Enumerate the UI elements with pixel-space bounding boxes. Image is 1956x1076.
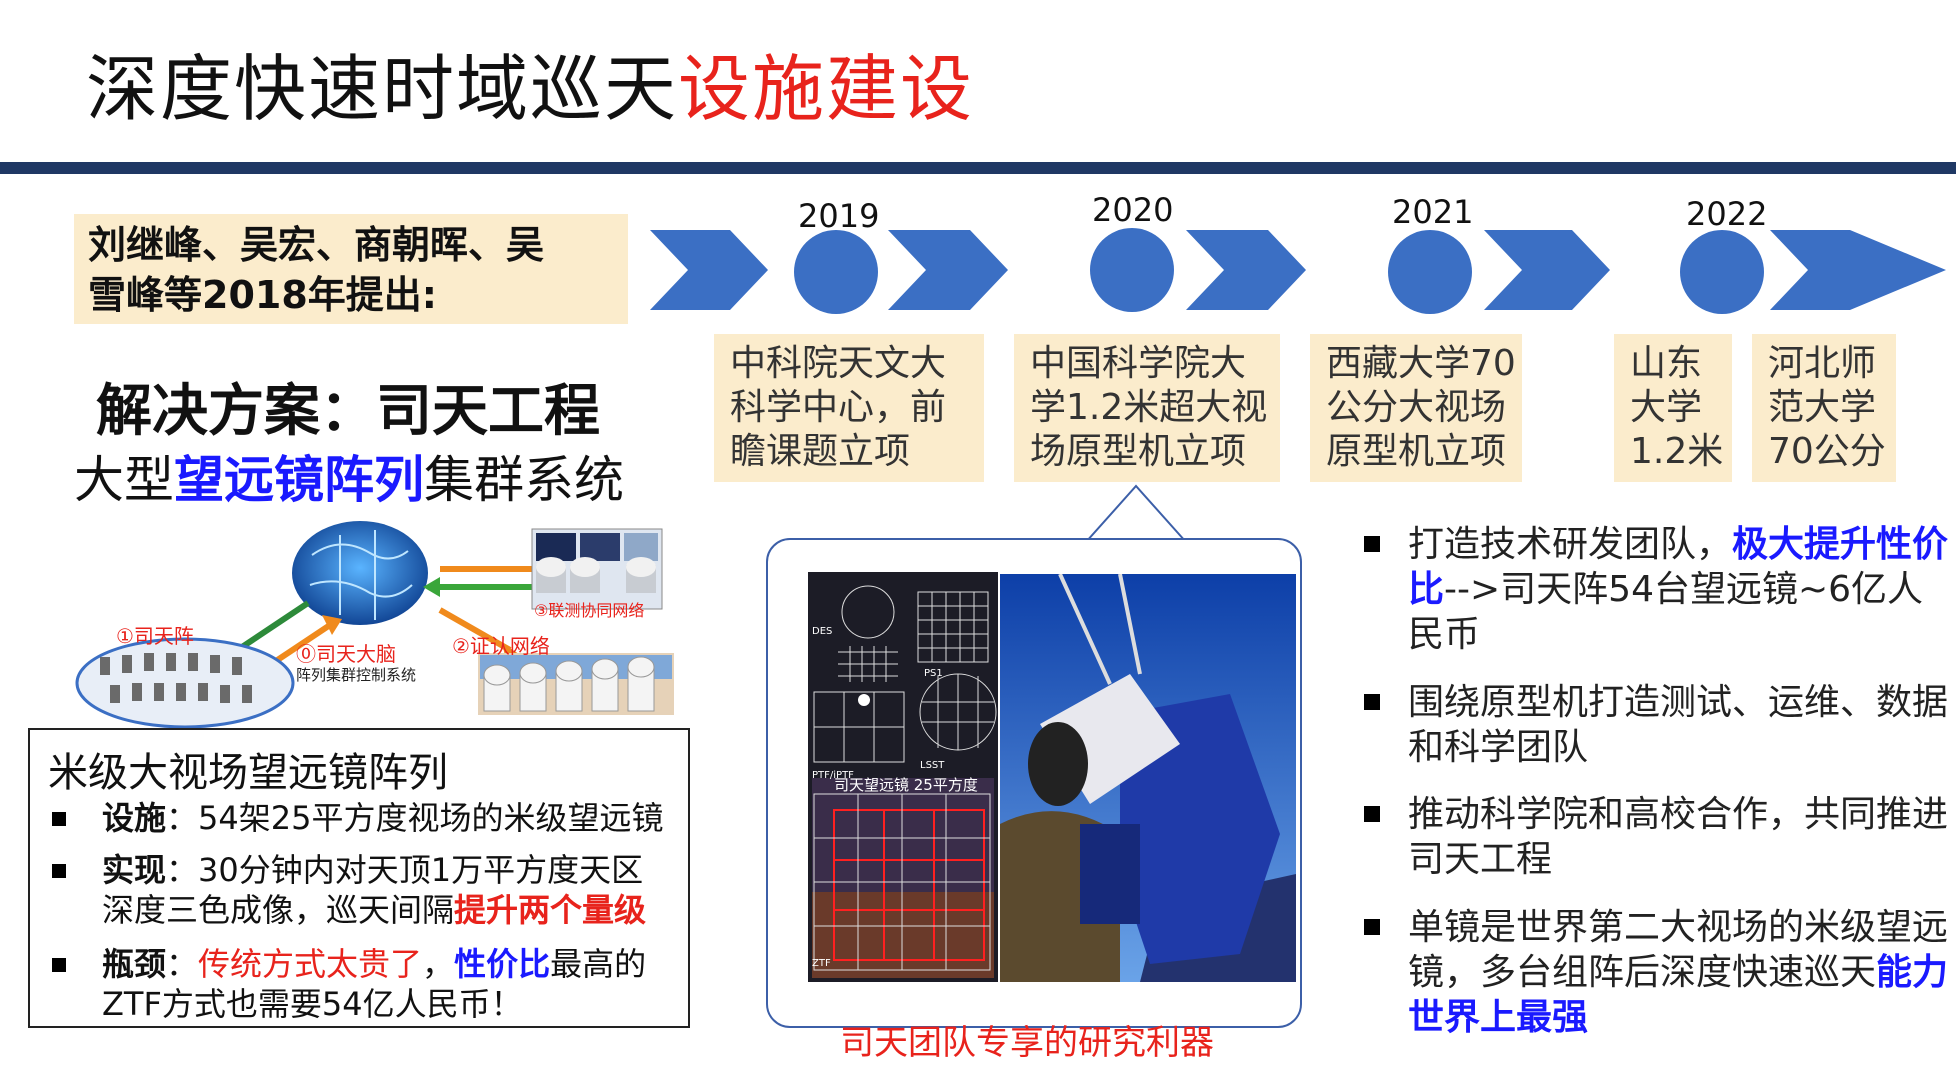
system-diagram — [75, 521, 674, 729]
timeline-event-2: 中国科学院大学1.2米超大视场原型机立项 — [1014, 334, 1280, 482]
timeline-node-2021 — [1388, 230, 1472, 314]
title-main: 深度快速时域巡天 — [86, 47, 679, 131]
header-rule — [0, 162, 1956, 174]
solution-sub-prefix: 大型 — [74, 451, 174, 509]
event-line: 中科院天文大 — [730, 343, 947, 384]
array-box-heading: 米级大视场望远镜阵列 — [48, 750, 448, 796]
bullet1-text: 打造技术研发团队， — [1408, 524, 1733, 565]
photo-caption: 司天团队专享的研究利器 — [840, 1023, 1214, 1063]
facility-text: ：54架25平方度视场的米级望远镜 — [166, 799, 664, 837]
bullet2-text: 围绕原型机打造测试、运维、数据和科学团队 — [1408, 682, 1949, 768]
bullet1-rest: -->司天阵54台望远镜~6亿人民币 — [1408, 569, 1924, 655]
event-line: 1.2米 — [1630, 431, 1724, 472]
year-2022: 2022 — [1686, 195, 1768, 233]
fov-label-ztf: ZTF — [812, 958, 831, 969]
brain-icon — [292, 521, 428, 625]
year-2019: 2019 — [798, 197, 880, 235]
arrow-to-cert — [438, 607, 512, 653]
facility-label: 设施 — [102, 799, 167, 837]
bottleneck-text2: ZTF方式也需要54亿人民币！ — [102, 985, 523, 1023]
bullet-square-icon — [1364, 536, 1380, 552]
timeline-chevron-icon — [650, 230, 768, 310]
bottleneck-comma: ， — [422, 945, 455, 983]
year-2021: 2021 — [1392, 193, 1474, 231]
event-line: 公分大视场 — [1326, 387, 1507, 428]
realize-label: 实现 — [102, 851, 167, 889]
event-line: 大学 — [1630, 387, 1703, 428]
bottleneck-red: 传统方式太贵了 — [198, 945, 423, 983]
bottleneck-label: 瓶颈 — [102, 945, 167, 983]
fov-label-lsst: LSST — [920, 760, 945, 771]
timeline-chevron-icon — [1186, 230, 1306, 310]
event-line: 范大学 — [1768, 387, 1877, 428]
event-line: 学1.2米超大视 — [1030, 387, 1268, 428]
bullet-square-icon — [52, 864, 66, 878]
fov-label-des: DES — [812, 626, 832, 637]
event-line: 西藏大学70 — [1326, 343, 1516, 384]
solution-sub-highlight: 望远镜阵列 — [174, 451, 424, 509]
bullet-square-icon — [52, 812, 66, 826]
bottleneck-blue: 性价比 — [454, 945, 551, 983]
facility-item: 设施：54架25平方度视场的米级望远镜 — [102, 798, 663, 838]
solution-subheading: 大型望远镜阵列集群系统 — [74, 440, 624, 512]
timeline-event-1: 中科院天文大科学中心，前瞻课题立项 — [714, 334, 984, 482]
telescope-photo — [1000, 574, 1296, 982]
bottleneck-text1: 最高的 — [550, 945, 647, 983]
solution-heading: 解决方案：司天工程 — [96, 379, 600, 444]
event-line: 原型机立项 — [1326, 431, 1507, 472]
bottleneck-item: 瓶颈：传统方式太贵了，性价比最高的 ZTF方式也需要54亿人民币！ — [102, 944, 646, 1024]
sitian-fov-label: 司天望远镜 25平方度 — [834, 776, 978, 794]
title-highlight: 设施建设 — [678, 47, 975, 131]
bullet1-highlight: 极大提升性价比 — [1408, 524, 1949, 610]
bullet-square-icon — [52, 958, 66, 972]
timeline-arrows — [650, 228, 1946, 314]
node0-label: ⓪司天大脑 — [296, 642, 396, 666]
solution-sub-suffix: 集群系统 — [424, 451, 624, 509]
bullet-square-icon — [1364, 694, 1380, 710]
event-line: 河北师 — [1768, 343, 1877, 384]
node3-label: ③联测协同网络 — [534, 601, 645, 620]
node0-sublabel: 阵列集群控制系统 — [296, 666, 417, 684]
realize-text2: 深度三色成像，巡天间隔 — [102, 891, 455, 929]
bullet4-text: 单镜是世界第二大视场的米级望远镜，多台组阵后深度快速巡天 — [1408, 907, 1949, 993]
observatory-image — [478, 653, 674, 715]
timeline-node-2019 — [794, 230, 878, 314]
bullet4-highlight: 能力世界上最强 — [1408, 952, 1949, 1038]
node1-label: ①司天阵 — [116, 624, 194, 648]
bullet3-text: 推动科学院和高校合作，共同推进司天工程 — [1408, 794, 1949, 880]
event-line: 中国科学院大 — [1030, 343, 1247, 384]
event-line: 场原型机立项 — [1030, 431, 1247, 472]
callout-pointer — [1086, 484, 1187, 543]
proposers-box: 刘继峰、吴宏、商朝晖、吴 雪峰等2018年提出: — [74, 214, 628, 324]
event-line: 70公分 — [1768, 431, 1886, 472]
timeline-chevron-icon — [1484, 230, 1610, 310]
proposers-line2: 雪峰等2018年提出: — [88, 273, 437, 317]
bullet-square-icon — [1364, 806, 1380, 822]
array-info-box: 米级大视场望远镜阵列 设施：54架25平方度视场的米级望远镜 实现：30分钟内对… — [28, 728, 690, 1028]
network-image — [531, 528, 663, 610]
realize-text1: ：30分钟内对天顶1万平方度天区 — [166, 851, 644, 889]
bottleneck-colon: ： — [166, 945, 199, 983]
event-line: 瞻课题立项 — [730, 431, 911, 472]
year-2020: 2020 — [1092, 191, 1174, 229]
realize-item: 实现：30分钟内对天顶1万平方度天区 深度三色成像，巡天间隔提升两个量级 — [102, 850, 646, 930]
fov-comparison-image: DES PS1 PTF/iPTF LSST ZTF — [808, 572, 998, 982]
fov-label-ptf: PTF/iPTF — [812, 770, 854, 781]
realize-highlight: 提升两个量级 — [454, 891, 647, 929]
event-line: 科学中心，前 — [730, 387, 947, 428]
timeline-node-2020 — [1090, 228, 1174, 312]
timeline-chevron-icon — [1770, 230, 1946, 310]
fov-label-ps1: PS1 — [924, 668, 943, 679]
event-line: 山东 — [1630, 343, 1703, 384]
proposers-line1: 刘继峰、吴宏、商朝晖、吴 — [88, 223, 545, 267]
node2-label: ②证认网络 — [452, 634, 550, 658]
bullet-square-icon — [1364, 919, 1380, 935]
page-title: 深度快速时域巡天设施建设 — [86, 30, 974, 135]
timeline-chevron-icon — [888, 230, 1008, 310]
timeline-node-2022 — [1680, 230, 1764, 314]
